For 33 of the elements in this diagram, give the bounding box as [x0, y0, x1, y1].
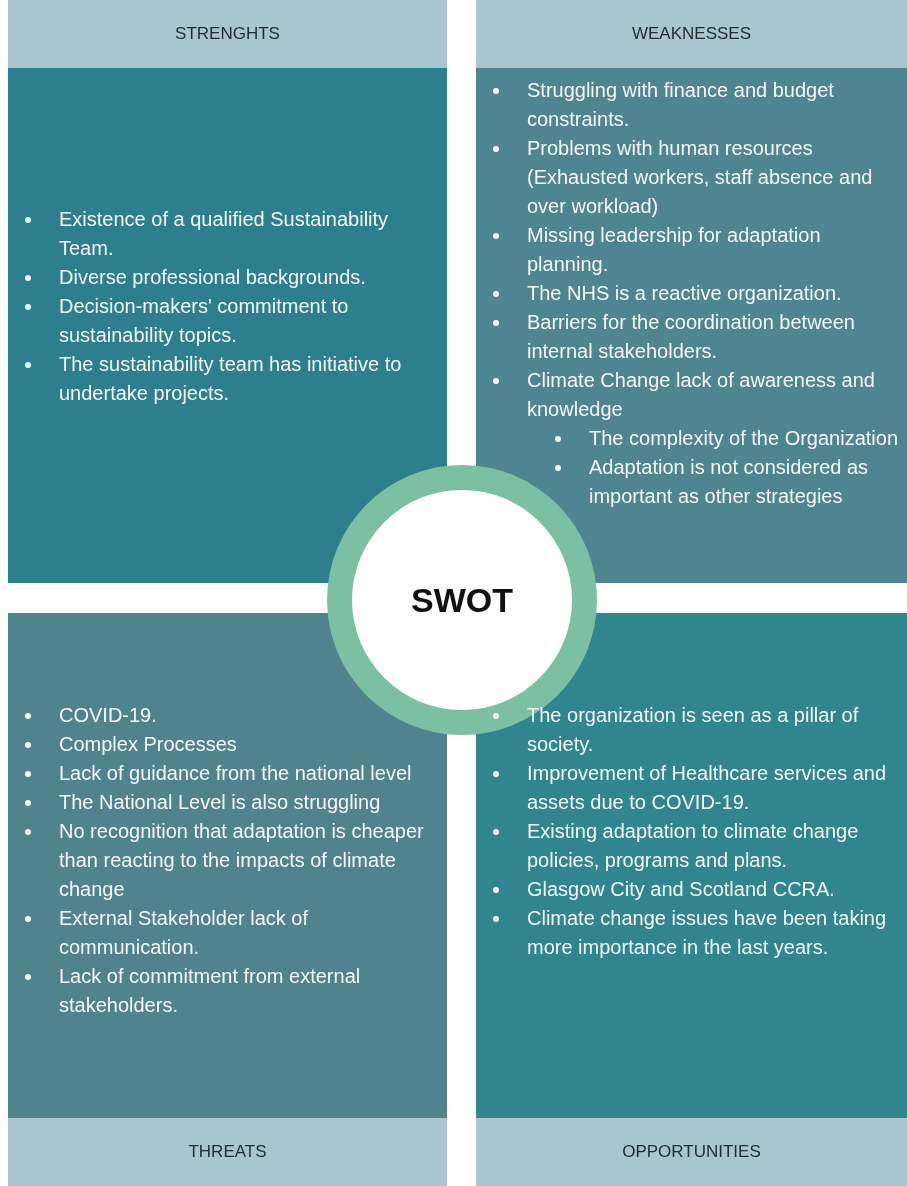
quadrant-panel — [8, 0, 447, 583]
bullet-text: Lack of commitment from external stakeholders. — [59, 964, 362, 1018]
bullet-text: The sustainability team has initiative to undertake projects. — [59, 352, 403, 406]
bullet-text: The NHS is a reactive organization. — [527, 281, 843, 306]
quadrant-panel — [476, 0, 907, 583]
bullet-text: The organization is seen as a pillar of society. — [527, 703, 860, 757]
center-title: SWOT — [411, 580, 513, 620]
bullet-text: Climate change issues have been taking more importance in the last years. — [527, 906, 888, 960]
bullet-text: Existing adaptation to climate change policies, programs and plans. — [527, 819, 860, 873]
bullet-text: Missing leadership for adaptation planning. — [527, 223, 822, 277]
bullet-text: Lack of guidance from the national level — [59, 761, 413, 786]
bullet-text: Diverse professional backgrounds. — [59, 265, 367, 290]
bullet-text: Improvement of Healthcare services and assets due to COVID-19. — [527, 761, 888, 815]
bullet-text: No recognition that adaptation is cheaper than reacting to the impacts of climate change — [59, 819, 425, 902]
bullet-text: The National Level is also struggling — [59, 790, 382, 815]
bullet-text: Struggling with finance and budget constraints. — [527, 78, 835, 132]
heading-band: WEAKNESSES — [476, 0, 907, 68]
bullet-text: Complex Processes — [59, 732, 238, 757]
bullet-text: Adaptation is not considered as important as other strategies — [589, 455, 870, 509]
bullet-text: Decision-makers' commitment to sustainability topics. — [59, 294, 350, 348]
bullet-text: The complexity of the Organization — [589, 426, 900, 451]
bullet-text: COVID-19. — [59, 703, 158, 728]
quadrant-panel — [8, 613, 447, 1186]
heading-band: OPPORTUNITIES — [476, 1118, 907, 1186]
bullet-text: External Stakeholder lack of communication. — [59, 906, 310, 960]
heading-band: THREATS — [8, 1118, 447, 1186]
bullet-text: Climate Change lack of awareness and knowledge — [527, 368, 876, 422]
bullet-text: Barriers for the coordination between internal stakeholders. — [527, 310, 856, 364]
heading-band: STRENGHTS — [8, 0, 447, 68]
bullet-text: Glasgow City and Scotland CCRA. — [527, 877, 836, 902]
bullet-text: Existence of a qualified Sustainability Team. — [59, 207, 390, 261]
bullet-text: Problems with human resources (Exhausted workers, staff absence and over workload) — [527, 136, 874, 219]
quadrant-panel — [476, 613, 907, 1186]
